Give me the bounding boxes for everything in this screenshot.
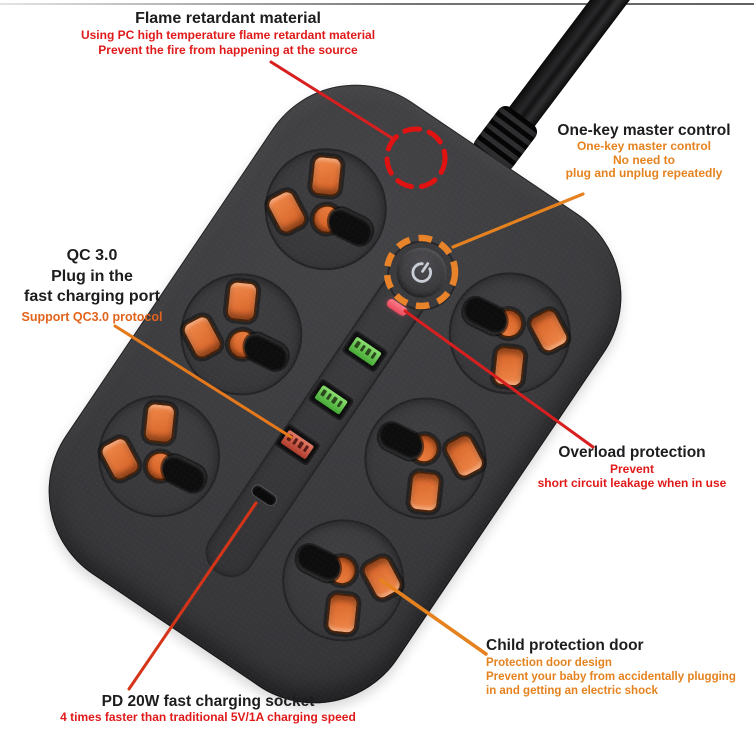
callout-line: plug and unplug repeatedly (565, 166, 723, 180)
usb-port-green-1 (341, 329, 389, 374)
callout-overload-protection: Overload protection Prevent short circui… (507, 444, 754, 490)
callout-title: Overload protection (558, 444, 706, 461)
callout-flame-retardant: Flame retardant material Using PC high t… (48, 10, 408, 57)
socket-ground-hole (140, 446, 181, 487)
callout-one-key-control: One-key master control One-key master co… (524, 122, 754, 181)
power-button (386, 238, 457, 308)
callout-line: Protection door design (486, 657, 612, 669)
usb-pin (291, 437, 299, 446)
socket-pin-slot (407, 470, 442, 514)
socket-pin-slot (325, 592, 360, 636)
usb-tongue (314, 384, 348, 415)
callout-line: Prevent (609, 462, 655, 476)
usb-pin (353, 340, 361, 349)
socket-pin-slot (263, 187, 310, 237)
callout-line: One-key master control (576, 139, 712, 153)
usb-pin (286, 433, 294, 442)
socket-pin-slot (441, 431, 488, 481)
callout-line: Prevent the fire from happening at the s… (98, 42, 358, 57)
callout-title: Child protection door (486, 637, 644, 654)
usb-pin (297, 441, 305, 449)
callout-title: One-key master control (557, 122, 731, 139)
socket-pin-slot (526, 306, 572, 356)
usb-pin (336, 400, 344, 408)
usb-tongue (280, 429, 315, 460)
socket-ground-hole (306, 198, 348, 240)
callout-line: Support QC3.0 protocol (21, 309, 163, 324)
usb-pin (325, 392, 333, 401)
power-socket-4 (425, 248, 595, 419)
socket-shutter (374, 419, 428, 464)
socket-pin-slot (179, 312, 225, 362)
cable-cord (504, 0, 658, 133)
callout-line: 4 times faster than traditional 5V/1A ch… (60, 710, 356, 724)
usb-pin (364, 347, 372, 356)
usb-c-port (249, 482, 280, 509)
callout-title: Plug in the (51, 267, 133, 285)
socket-ground-hole (404, 428, 445, 469)
callout-title: QC 3.0 (66, 247, 118, 264)
usb-tongue (347, 336, 382, 367)
usb-pin (302, 444, 310, 453)
usb-port-green-2 (307, 377, 355, 422)
callout-pd-20w: PD 20W fast charging socket 4 times fast… (28, 692, 388, 725)
socket-shutter (323, 204, 377, 249)
socket-pin-slot (142, 401, 177, 445)
power-button-recess (373, 226, 471, 325)
socket-ground-hole (222, 324, 263, 365)
usb-pin (370, 351, 378, 360)
callout-line: in and getting an electric shock (486, 684, 658, 697)
usb-pin (330, 396, 338, 405)
power-socket-5 (340, 373, 511, 544)
power-socket-1 (241, 124, 411, 294)
callout-title: PD 20W fast charging socket (101, 693, 315, 710)
socket-ground-hole (321, 550, 363, 591)
usb-pin (359, 344, 367, 353)
callout-line: Prevent your baby from accidentally plug… (486, 670, 736, 683)
socket-shutter (239, 329, 293, 374)
top-border-artifact (0, 3, 754, 5)
callout-line: Using PC high temperature flame retardan… (80, 28, 376, 42)
power-socket-2 (156, 249, 326, 420)
socket-pin-slot (359, 553, 405, 603)
socket-pin-slot (225, 279, 260, 323)
socket-pin-slot (309, 154, 344, 198)
callout-child-protection: Child protection door Protection door de… (486, 636, 750, 698)
socket-pin-slot (492, 345, 527, 389)
usb-channel-recess (196, 265, 436, 587)
socket-ground-hole (488, 303, 529, 344)
power-socket-6 (258, 495, 428, 666)
callout-qc3: QC 3.0 Plug in the fast charging port Su… (8, 246, 176, 324)
callout-title: Flame retardant material (135, 10, 321, 27)
callout-title: fast charging port (23, 288, 160, 305)
socket-shutter (291, 541, 346, 586)
usb-port-qc3 (273, 422, 322, 467)
power-icon (411, 262, 432, 283)
socket-shutter (157, 451, 211, 496)
socket-shutter (458, 293, 512, 339)
callout-line: No need to (613, 152, 675, 167)
usb-pin (320, 388, 327, 397)
callout-line: short circuit leakage when in use (537, 476, 727, 490)
power-socket-3 (74, 371, 244, 541)
socket-pin-slot (97, 434, 143, 484)
indicator-led (385, 297, 409, 318)
